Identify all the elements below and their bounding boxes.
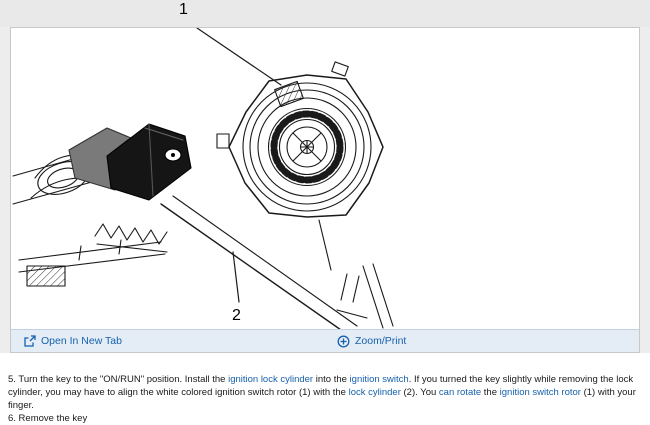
inline-link[interactable]: ignition switch rotor <box>499 387 581 398</box>
callout-1-line <box>196 28 282 86</box>
zoom-print-link[interactable]: Zoom/Print <box>355 335 407 347</box>
diagram-panel: 2 <box>10 27 640 353</box>
inline-link[interactable]: lock cylinder <box>348 387 401 398</box>
rotor-label-box <box>274 80 304 108</box>
inline-text: (1) with your finger. <box>8 387 636 411</box>
callout-2-label: 2 <box>232 307 241 324</box>
dash-structure-lines <box>12 149 394 330</box>
inline-link[interactable]: ignition switch <box>349 374 409 385</box>
inline-link[interactable]: ignition lock cylinder <box>228 374 314 385</box>
ignition-switch-body <box>106 123 192 201</box>
zoom-icon <box>337 335 350 348</box>
inline-text: 5. Turn the key to the "ON/RUN" position… <box>8 374 229 385</box>
diagram-area: 2 <box>11 28 639 330</box>
inline-text: the <box>481 387 500 398</box>
serrated-edge <box>94 223 168 253</box>
inline-text: into the <box>313 374 350 385</box>
footer-left: Open In New Tab <box>11 334 325 348</box>
page-top-margin <box>0 0 650 27</box>
open-in-new-tab-link[interactable]: Open In New Tab <box>41 335 122 347</box>
instructions-section: 5. Turn the key to the "ON/RUN" position… <box>0 353 650 424</box>
open-in-new-tab-icon <box>23 334 36 348</box>
inline-text: . If you turned the key slightly while r… <box>8 374 634 398</box>
rotor-assembly <box>216 61 384 218</box>
hatched-block <box>26 265 66 287</box>
callout-2-line <box>232 251 240 303</box>
inline-link[interactable]: can rotate <box>438 387 482 398</box>
viewer-footer: Open In New Tab Zoom/Print <box>11 329 639 352</box>
ignition-diagram: 2 <box>12 28 394 330</box>
callout-1-label: 1 <box>179 1 188 18</box>
footer-right: Zoom/Print <box>325 335 639 348</box>
inline-text: (2). You <box>400 387 439 398</box>
step5-text: 5. Turn the key to the "ON/RUN" position… <box>8 373 645 412</box>
